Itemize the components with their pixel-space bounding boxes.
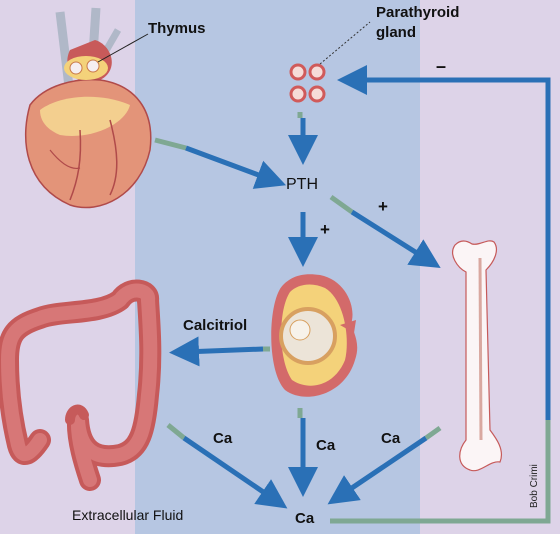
intestine-illustration xyxy=(0,279,162,491)
thymus-leader-line xyxy=(97,33,149,63)
ca-kidney-label: Ca xyxy=(316,437,336,454)
parathyroid-label: Parathyroid xyxy=(376,4,460,21)
plus-bone-sign: + xyxy=(378,197,388,216)
extracellular-fluid-label: Extracellular Fluid xyxy=(72,507,184,523)
parathyroid-leader-line xyxy=(319,21,371,65)
kidney-illustration xyxy=(271,274,358,397)
arrow-bone-to-ca xyxy=(327,435,428,505)
calcitriol-label: Calcitriol xyxy=(183,317,248,334)
bone-illustration xyxy=(452,240,502,472)
heart-thymus-illustration xyxy=(24,7,152,209)
plus-kidney-sign: + xyxy=(320,220,330,239)
thymus-label: Thymus xyxy=(148,20,206,37)
signature: Bob Crimi xyxy=(529,464,540,508)
arrow-kidney-to-intestine xyxy=(169,336,264,367)
arrow-tail-markers xyxy=(154,112,442,441)
arrow-intestine-to-ca xyxy=(182,435,288,509)
hormone-arrows xyxy=(169,65,551,509)
gland-label: gland xyxy=(376,24,416,41)
thymus-lobe-right xyxy=(86,59,100,73)
thymus-lobe-left xyxy=(69,61,83,75)
parathyroid-gland-icon xyxy=(289,21,371,103)
ca-extracellular-label: Ca xyxy=(295,510,315,527)
ca-bone-label: Ca xyxy=(381,430,401,447)
negative-feedback-arrow xyxy=(337,65,551,420)
feedback-return-line xyxy=(330,420,551,524)
pth-label: PTH xyxy=(286,176,318,193)
center-panel xyxy=(135,0,420,534)
arrow-pth-to-bone xyxy=(350,209,441,269)
minus-sign: – xyxy=(436,56,447,76)
arrow-thymus-to-pth xyxy=(185,145,287,189)
ca-intestine-label: Ca xyxy=(213,430,233,447)
